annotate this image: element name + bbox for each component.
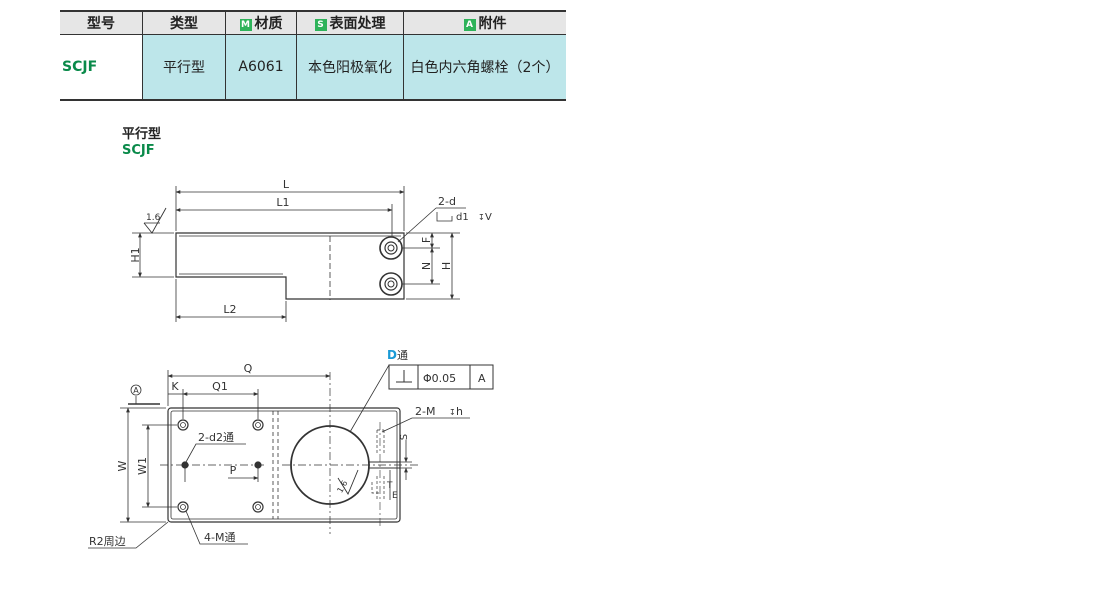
top-view-outline (175, 232, 405, 300)
m-hole-icon (177, 501, 189, 513)
dim-Q1: Q1 (212, 380, 228, 393)
dim-R2: R2周边 (89, 535, 126, 548)
header-type: 类型 (142, 10, 226, 35)
top-view (175, 232, 405, 300)
tolerance-datum: A (478, 372, 486, 385)
dim-2d: 2-d (438, 195, 456, 208)
cell-accessory: 白色内六角螺栓（2个） (403, 34, 566, 101)
dim-S: S (399, 434, 410, 440)
d2-hole-icon (254, 461, 262, 469)
dim-T: T (386, 481, 393, 491)
dim-L2: L2 (223, 303, 236, 316)
front-view-dimensions (88, 364, 470, 549)
dim-N: N (420, 262, 433, 270)
table-row: SCJF 平行型 A6061 本色阳极氧化 白色内六角螺栓（2个） (60, 34, 566, 101)
bore-icon (290, 425, 370, 505)
dim-D: D (387, 348, 397, 362)
dim-4M: 4-M通 (204, 531, 235, 544)
depth-icon: ↧ (478, 213, 485, 222)
datum-icon (130, 384, 142, 396)
depth-icon: ↧ (449, 408, 456, 417)
top-view-labels: L L1 L2 H1 H F N 2-d d1 ↧ V 1.6 (129, 178, 492, 316)
material-tag-icon: M (239, 19, 252, 31)
surface-tag-icon: S (314, 19, 327, 31)
m-hole-icon (177, 419, 189, 431)
roughness-icon (337, 469, 359, 495)
dim-V: V (485, 212, 492, 223)
tolerance-value: Φ0.05 (423, 372, 456, 385)
dim-F: F (420, 237, 433, 243)
dim-E: E (392, 491, 398, 501)
dim-Q: Q (244, 362, 253, 375)
dim-L: L (283, 178, 290, 191)
drawing-title-cn: 平行型 (122, 127, 162, 142)
dim-d1: d1 (456, 212, 469, 223)
drawing-title: 平行型 SCJF (122, 127, 161, 159)
dim-H: H (440, 262, 453, 270)
dim-2d2: 2-d2通 (198, 431, 234, 444)
dim-K: K (171, 380, 179, 393)
dim-H1: H1 (129, 247, 142, 262)
dim-L1: L1 (276, 196, 289, 209)
tolerance-frame (388, 364, 494, 390)
roughness-value: 1.6 (146, 213, 161, 223)
header-model: 型号 (60, 10, 143, 35)
cell-material: A6061 (225, 34, 297, 101)
dim-W: W (116, 460, 129, 471)
cell-model: SCJF (60, 34, 143, 101)
d2-hole-icon (181, 461, 189, 469)
cell-type: 平行型 (142, 34, 226, 101)
dim-2M: 2-M (415, 405, 435, 418)
dim-P: P (230, 464, 237, 477)
drawing-title-code: SCJF (122, 143, 155, 158)
front-view (160, 372, 420, 534)
perpendicular-icon (396, 370, 412, 383)
accessory-tag-icon: A (463, 19, 476, 31)
dim-W1: W1 (136, 457, 149, 475)
cell-surface: 本色阳极氧化 (296, 34, 404, 101)
datum-label: A (133, 386, 139, 395)
m-hole-icon (252, 501, 264, 513)
dim-h: h (456, 405, 463, 418)
m-hole-icon (252, 419, 264, 431)
dim-D-through: 通 (397, 349, 408, 362)
roughness-icon (143, 207, 167, 234)
top-view-dimensions (132, 186, 466, 322)
front-view-labels: Q Q1 K W W1 P S T E D 通 Φ0.05 A 2-M ↧ h … (89, 348, 486, 548)
